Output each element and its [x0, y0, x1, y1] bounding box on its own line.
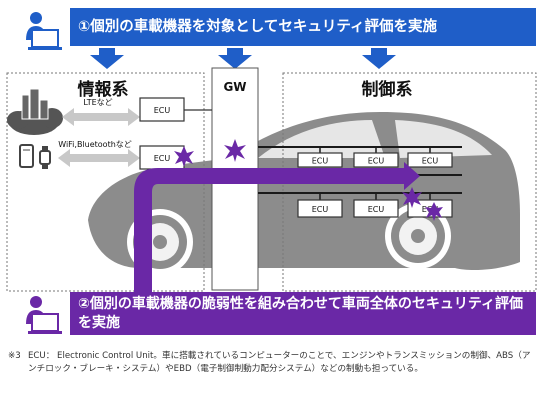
lte-label: LTEなど	[83, 98, 112, 107]
lte-link-arrow	[62, 108, 140, 126]
info-ecu-2-label: ECU	[154, 154, 171, 163]
vulnerability-burst-icon-control-ecu-1	[402, 187, 422, 208]
top-banner: ①個別の車載機器を対象としてセキュリティ評価を実施	[70, 8, 536, 46]
wifi-link-arrow	[58, 149, 140, 167]
control-ecu-2: ECU	[353, 152, 399, 168]
buildings-cloud-icon	[7, 88, 63, 135]
control-ecu-4: ECU	[297, 199, 343, 218]
control-ecu-2-label: ECU	[368, 157, 385, 166]
wifi-bluetooth-label: WiFi,Bluetoothなど	[58, 140, 132, 149]
info-system-title: 情報系	[78, 79, 129, 100]
info-ecu-2: ECU	[139, 145, 185, 170]
control-ecu-1-label: ECU	[312, 157, 329, 166]
control-system-title: 制御系	[362, 79, 413, 100]
footnote: ※3 ECU： Electronic Control Unit。車に搭載されてい…	[8, 350, 534, 376]
footnote-mark: ※3	[8, 351, 21, 361]
control-ecu-1: ECU	[297, 152, 343, 168]
info-ecu-1-label: ECU	[154, 106, 171, 115]
smartwatch-icon	[39, 146, 51, 169]
down-arrow-control	[362, 48, 396, 69]
info-ecu-1: ECU	[139, 97, 185, 122]
attack-path-arrow	[134, 162, 420, 292]
person-laptop-icon-bottom	[26, 296, 62, 334]
bottom-banner: ②個別の車載機器の脆弱性を組み合わせて車両全体のセキュリティ評価を実施	[70, 292, 536, 335]
smartphone-icon	[19, 144, 34, 168]
person-laptop-icon-top	[26, 12, 62, 50]
vulnerability-burst-icon-gw	[224, 139, 246, 162]
footnote-text: ECU： Electronic Control Unit。車に搭載されているコン…	[28, 351, 531, 374]
control-ecu-3-label: ECU	[422, 157, 439, 166]
vulnerability-burst-icon-info-ecu	[174, 146, 194, 167]
control-ecu-5-label: ECU	[368, 205, 385, 214]
vulnerability-burst-icon-control-ecu-2	[425, 202, 443, 221]
control-ecu-stubs	[319, 147, 431, 200]
control-ecu-3: ECU	[407, 152, 453, 168]
control-ecu-5: ECU	[353, 199, 399, 218]
gateway-label: GW	[223, 80, 246, 94]
down-arrow-info	[90, 48, 124, 69]
down-arrow-gw	[218, 48, 252, 69]
control-ecu-4-label: ECU	[312, 205, 329, 214]
